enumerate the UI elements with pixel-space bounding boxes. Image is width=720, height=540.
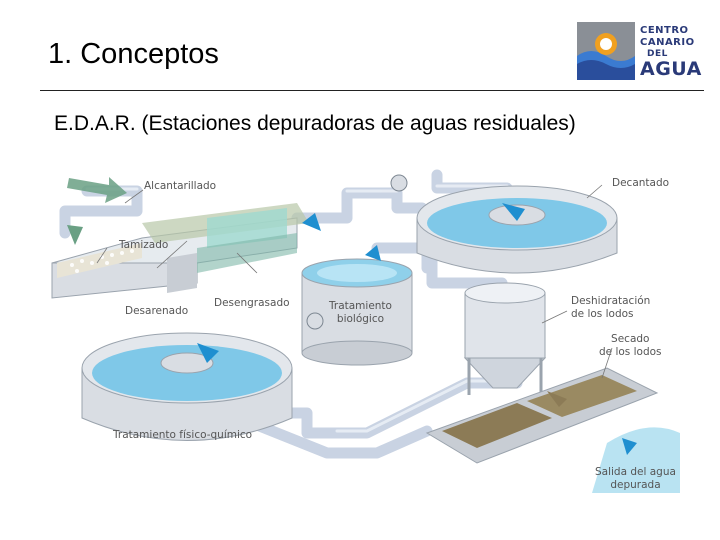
logo-text-line2: CANARIO: [640, 37, 695, 48]
label-salida: Salida del agua depurada: [595, 466, 676, 492]
label-tratamiento-biologico: Tratamiento biológico: [329, 300, 392, 326]
label-tamizado: Tamizado: [119, 239, 169, 251]
logo-mark-icon: [577, 22, 635, 80]
sludge-dewatering-silo: [463, 282, 547, 395]
title-divider: [40, 90, 704, 91]
slide-title: 1. Conceptos: [48, 38, 219, 70]
decanter-tank: [416, 185, 618, 274]
valve-icons: [306, 174, 408, 330]
label-secado-line2: de los lodos: [599, 346, 662, 358]
plant-illustration: [51, 169, 680, 493]
biological-treatment-tank: [301, 258, 413, 366]
label-salida-line2: depurada: [610, 479, 661, 491]
label-desengrasado: Desengrasado: [214, 297, 290, 309]
logo-text-line1: CENTRO: [640, 25, 689, 36]
label-salida-line1: Salida del agua: [595, 466, 676, 478]
label-deshidratacion-line1: Deshidratación: [571, 295, 651, 307]
label-deshidratacion: Deshidratación de los lodos: [571, 295, 650, 321]
label-secado-line1: Secado: [611, 333, 650, 345]
label-tratamiento-biologico-line2: biológico: [336, 313, 385, 325]
label-decantado: Decantado: [612, 177, 670, 189]
sludge-drying-beds: [425, 367, 659, 464]
slide-subtitle: E.D.A.R. (Estaciones depuradoras de agua…: [54, 112, 576, 135]
label-secado: Secado de los lodos: [599, 333, 662, 359]
logo-text-line4: AGUA: [640, 58, 702, 80]
wastewater-plant-diagram: Alcantarillado Tamizado Desarenado Desen…: [47, 163, 680, 493]
label-fisico-quimico: Tratamiento físico-químico: [113, 429, 253, 441]
label-tratamiento-biologico-line1: Tratamiento: [329, 300, 392, 312]
logo-text-line3: DEL: [647, 49, 668, 59]
inflow-arrow-icon: [67, 177, 127, 245]
pretreatment-channel: [51, 203, 309, 299]
label-deshidratacion-line2: de los lodos: [571, 308, 634, 320]
sludge-arrow-icon: [547, 391, 567, 407]
centro-canario-del-agua-logo: CENTRO CANARIO DEL AGUA: [577, 22, 701, 80]
physico-chemical-tank: [81, 332, 293, 441]
receiving-water: [592, 427, 680, 493]
flow-arrow-icons: [197, 203, 637, 455]
label-alcantarillado: Alcantarillado: [144, 180, 217, 192]
label-desarenado: Desarenado: [125, 305, 189, 317]
